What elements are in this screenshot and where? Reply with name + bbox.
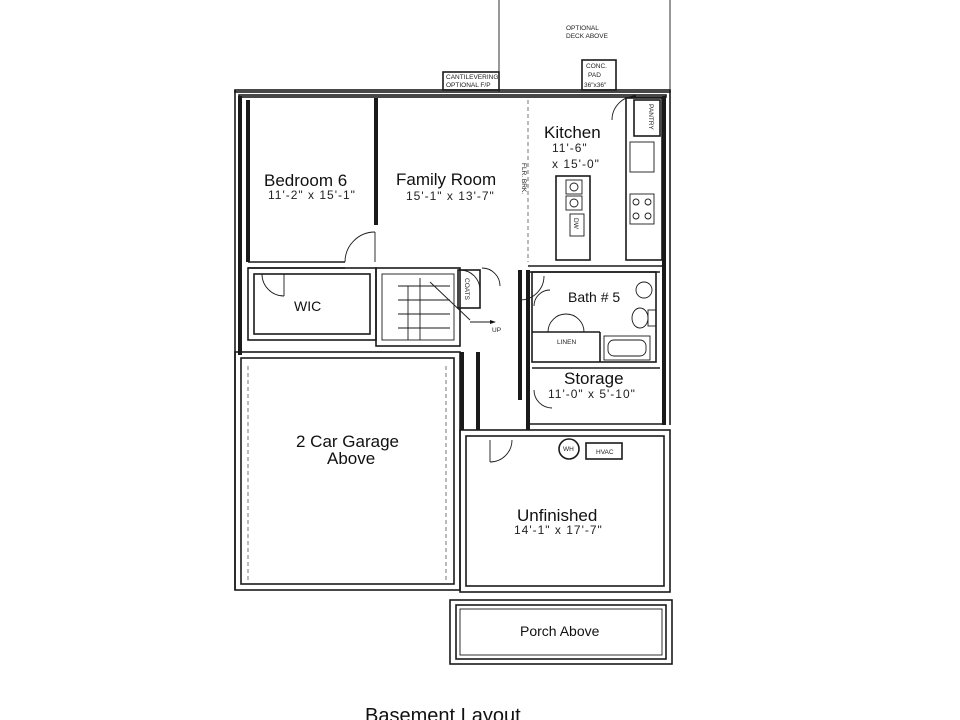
- wic-name: WIC: [294, 298, 321, 314]
- bedroom6-dims: 11'-2" x 15'-1": [268, 188, 356, 202]
- deck-note-line1: OPTIONAL: [566, 25, 599, 32]
- family-room-dims: 15'-1" x 13'-7": [406, 189, 495, 203]
- pad-note-line1: CONC.: [586, 63, 607, 70]
- hallway-walls: [460, 267, 545, 430]
- bath5-walls: [531, 271, 657, 363]
- coats-label: COATS: [463, 278, 470, 301]
- coats-closet: [457, 269, 481, 309]
- fireplace-note-line1: CANTILEVERING: [446, 74, 498, 81]
- pad-note-line3: 36"x36": [584, 82, 607, 89]
- stairs: [375, 267, 496, 347]
- flr-brk-label: FLR. BRK.: [520, 163, 527, 194]
- unfinished-name: Unfinished: [517, 506, 597, 525]
- pad-note-line2: PAD: [588, 72, 601, 79]
- porch-label: Porch Above: [520, 623, 600, 639]
- unfinished-dims: 14'-1" x 17'-7": [514, 523, 603, 537]
- unfinished-walls: [459, 429, 671, 593]
- hvac-label: HVAC: [596, 449, 614, 456]
- linen-label: LINEN: [557, 339, 576, 346]
- family-room-name: Family Room: [396, 170, 496, 189]
- up-label: UP: [492, 327, 501, 334]
- pantry-label: PANTRY: [647, 104, 654, 130]
- garage-label-line1: 2 Car Garage: [296, 432, 399, 451]
- storage-name: Storage: [564, 369, 624, 388]
- bedroom6-name: Bedroom 6: [264, 171, 347, 190]
- storage-dims: 11'-0" x 5'-10": [548, 387, 636, 401]
- water-heater-label: WH: [563, 446, 574, 453]
- garage-walls: [234, 351, 461, 591]
- deck-note-line2: DECK ABOVE: [566, 33, 609, 40]
- kitchen-name: Kitchen: [544, 123, 601, 142]
- optional-deck-outline: [498, 0, 671, 92]
- storage-walls: [528, 367, 664, 425]
- fireplace-note-line2: OPTIONAL F/P: [446, 82, 491, 89]
- porch-walls: [449, 599, 673, 665]
- plan-title: Basement Layout: [365, 705, 521, 720]
- garage-label-line2: Above: [327, 449, 375, 468]
- kitchen-dims-length: x 15'-0": [552, 157, 600, 171]
- kitchen-dims-width: 11'-6": [552, 141, 588, 155]
- fireplace-box: [442, 71, 500, 91]
- bath5-name: Bath # 5: [568, 289, 620, 305]
- exterior-walls: [234, 89, 671, 590]
- dw-label: DW: [572, 218, 579, 230]
- concrete-pad: [581, 59, 617, 91]
